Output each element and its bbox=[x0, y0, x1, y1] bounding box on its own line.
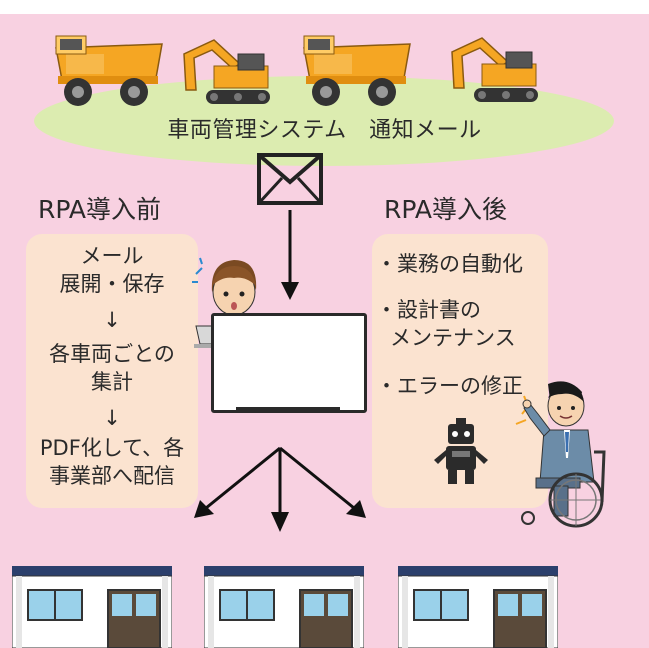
item-line: メンテナンス bbox=[390, 326, 516, 350]
system-notification-label: 車両管理システム 通知メール bbox=[167, 118, 482, 143]
step-line: メール bbox=[80, 244, 144, 268]
after-item-2: ・設計書の メンテナンス bbox=[376, 296, 516, 352]
before-rpa-title: RPA導入前 bbox=[38, 195, 161, 224]
step-line: 事業部へ配信 bbox=[49, 464, 175, 488]
before-step-3: PDF化して、各 事業部へ配信 bbox=[26, 434, 198, 490]
wheelchair-user-icon bbox=[515, 381, 606, 528]
after-item-3: ・エラーの修正 bbox=[376, 374, 523, 398]
before-step-1: メール 展開・保存 bbox=[26, 242, 198, 298]
office-building-icon bbox=[204, 566, 364, 648]
step-line: PDF化して、各 bbox=[39, 436, 185, 460]
step-arrow: ↓ bbox=[103, 406, 121, 430]
step-line: 各車両ごとの bbox=[49, 342, 175, 366]
monitor-stand bbox=[236, 407, 340, 413]
step-arrow: ↓ bbox=[103, 308, 121, 332]
distribution-arrows bbox=[194, 446, 366, 532]
office-building-icon bbox=[398, 566, 558, 648]
after-item-1: ・業務の自動化 bbox=[376, 252, 523, 276]
arrow-down bbox=[281, 210, 299, 300]
excavator-icon bbox=[451, 37, 538, 102]
step-line: 展開・保存 bbox=[59, 272, 165, 296]
robot-icon bbox=[434, 418, 488, 484]
monitor-screen bbox=[211, 313, 367, 413]
item-line: ・設計書の bbox=[376, 298, 481, 322]
dump-truck-icon bbox=[55, 35, 163, 106]
after-rpa-title: RPA導入後 bbox=[384, 195, 507, 224]
envelope-icon bbox=[257, 153, 323, 205]
dump-truck-icon bbox=[303, 35, 411, 106]
before-step-2: 各車両ごとの 集計 bbox=[26, 340, 198, 396]
excavator-icon bbox=[183, 39, 270, 104]
step-line: 集計 bbox=[91, 370, 133, 394]
office-building-icon bbox=[12, 566, 172, 648]
before-rpa-panel bbox=[26, 234, 198, 508]
